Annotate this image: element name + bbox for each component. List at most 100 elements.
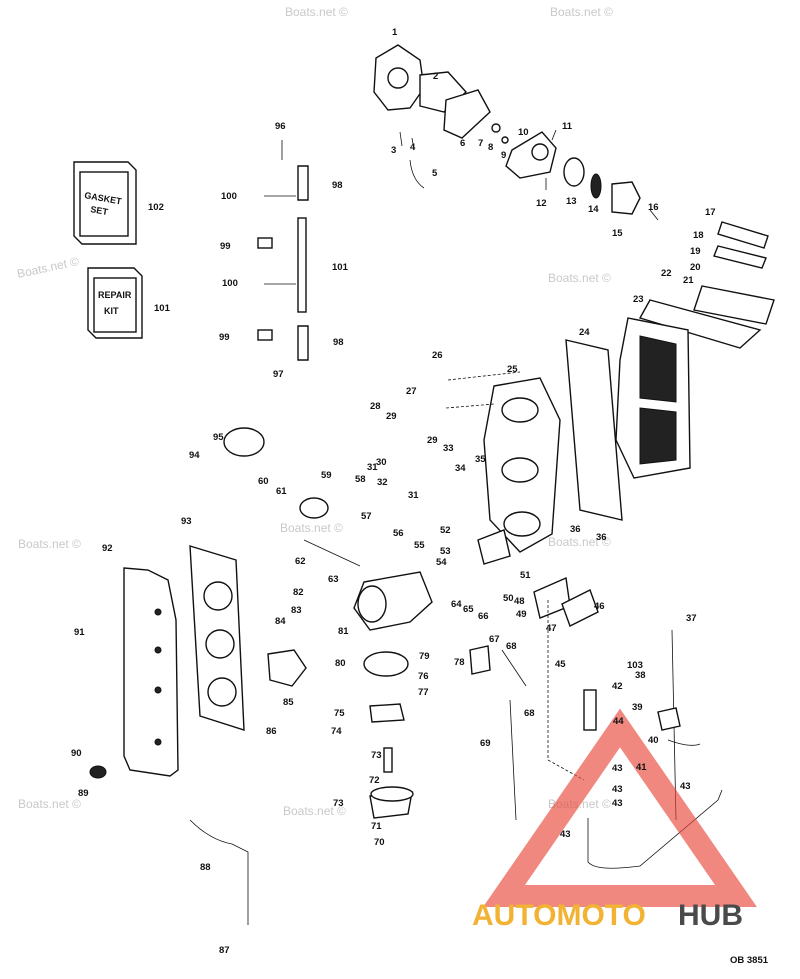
callout-number: 31 [367,462,378,473]
callout-number: 71 [371,821,382,832]
callout-number: 5 [432,168,438,179]
gasket-opening [207,677,237,707]
linkage-80 [469,645,491,675]
gasket-set-text-2: SET [90,204,109,217]
gasket-87 [267,649,307,687]
callout-number: 7 [478,138,483,149]
callout-number: 6 [460,138,465,149]
float-bowl-rim [370,786,414,802]
reed-valve-group [445,221,775,553]
callout-number: 25 [507,364,518,375]
manifold-port-upper [639,335,677,403]
float [369,703,405,723]
callout-number: 16 [648,202,659,213]
callout-number: 73 [333,798,344,809]
callout-number: 58 [355,474,366,485]
callout-number: 10 [518,127,529,138]
callout-number: 101 [332,262,349,273]
callout-number: 1 [392,27,398,38]
callout-number: 80 [335,658,346,669]
callout-number: 74 [331,726,342,737]
callout-number: 43 [612,763,623,774]
watermark: Boats.net © [548,271,611,285]
callout-number: 87 [219,945,230,956]
repair-kit-text-1: REPAIR [98,290,132,300]
callout-number: 72 [369,775,380,786]
callout-number: 94 [189,450,200,461]
callout-number: 40 [648,735,659,746]
callout-number: 24 [579,327,590,338]
gasket-54 [477,529,511,565]
control-rod-71 [509,699,517,821]
filter-cap [611,181,641,215]
callout-number: 14 [588,204,599,215]
watermark: Boats.net © [283,804,346,818]
watermark: Boats.net © [16,254,81,281]
manifold-gasket [565,339,623,521]
callout-number: 59 [321,470,332,481]
callout-number: 41 [636,762,647,773]
callout-number: 37 [686,613,697,624]
callout-number: 57 [361,511,372,522]
watermark: Boats.net © [18,537,81,551]
callout-number: 62 [295,556,306,567]
callout-number: 42 [612,681,623,692]
callout-number: 3 [391,145,396,156]
o-ring [501,136,509,144]
cover-hole [154,686,162,694]
callout-number: 26 [432,350,443,361]
bracket-48 [561,589,599,627]
adapter-port-2 [501,457,539,483]
callout-number: 36 [596,532,607,543]
callout-number: 47 [546,623,557,634]
repair-kit-label-panel [93,277,137,333]
callout-number: 12 [536,198,547,209]
repair-kit-text-2: KIT [104,306,119,316]
silencer-cover [123,567,179,777]
repair-kit-box: REPAIR KIT [87,267,143,339]
callout-number: 99 [219,332,230,343]
callout-number: 29 [386,411,397,422]
link-rod [297,217,307,313]
callout-number: 68 [506,641,517,652]
callout-number: 101 [154,303,171,314]
callout-number: 78 [454,657,465,668]
callout-number: 88 [200,862,211,873]
callout-number: 96 [275,121,286,132]
callout-number: 63 [328,574,339,585]
callout-number: 11 [562,121,573,132]
callout-number: 83 [291,605,302,616]
dashed-leader [445,371,521,409]
callout-number: 28 [370,401,381,412]
pump-screws [399,129,659,221]
callout-number: 36 [570,524,581,535]
callout-number: 67 [489,634,500,645]
callout-number: 70 [374,837,385,848]
watermark: Boats.net © [18,797,81,811]
callout-number: 34 [455,463,466,474]
adapter-port-3 [503,511,541,537]
callout-number: 2 [433,71,438,82]
nozzle [383,747,393,773]
pump-diaphragm [443,89,491,139]
callout-number: 20 [690,262,701,273]
callout-number: 98 [332,180,343,191]
callout-number: 55 [414,540,425,551]
manifold-port-lower [639,407,677,465]
callout-number: 92 [102,543,113,554]
callout-number: 66 [478,611,489,622]
callout-number: 100 [221,191,237,202]
callout-number: 43 [680,781,691,792]
hose-41 [667,739,701,746]
callout-number: 21 [683,275,694,286]
primer-group [547,600,723,869]
callout-number: 19 [690,246,701,257]
callout-number: 30 [376,457,387,468]
callout-number: 43 [612,798,623,809]
callout-number: 56 [393,528,404,539]
clip-upper [257,237,273,249]
callout-number: 39 [632,702,643,713]
gasket-opening [205,629,235,659]
float-bowl-gasket [363,651,409,677]
